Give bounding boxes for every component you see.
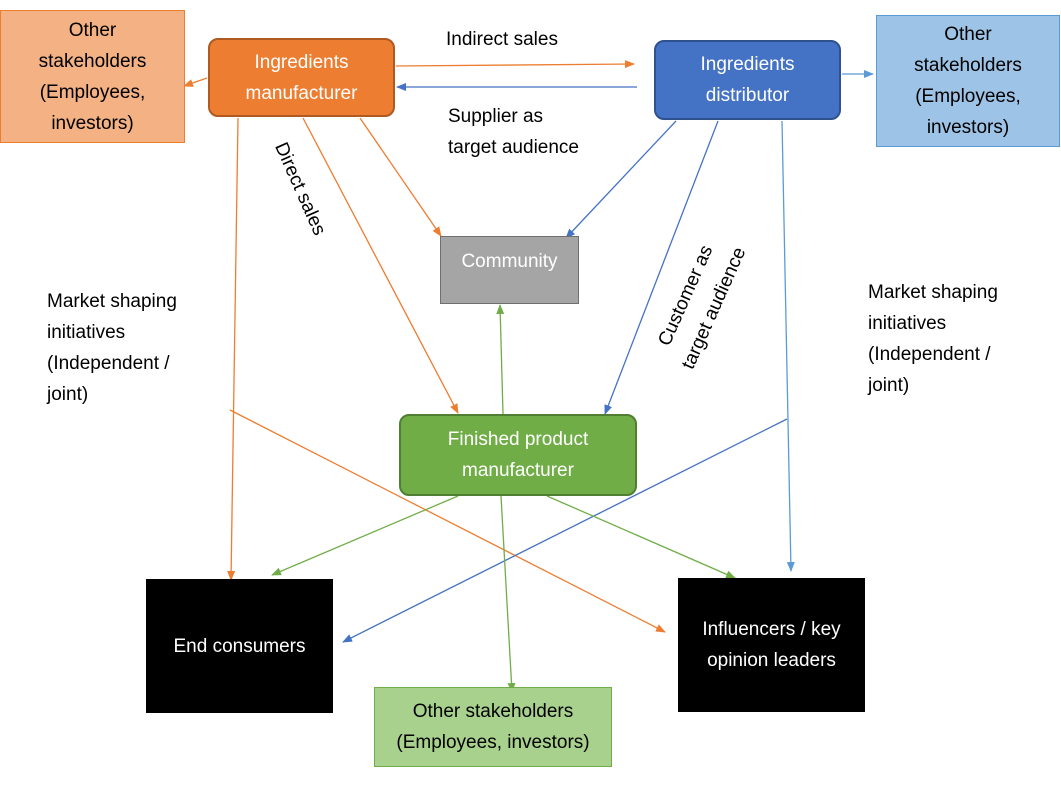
label-line: (Independent / (47, 353, 170, 374)
node-line: Community (461, 251, 558, 272)
finished-product-manufacturer-node: Finished product manufacturer (399, 414, 637, 496)
arrow-mfr-to-end-consumers (227, 117, 239, 581)
label-line: Supplier as (448, 106, 544, 127)
ingredients-distributor-node: Ingredients distributor (654, 40, 841, 120)
node-line: stakeholders (38, 50, 147, 72)
indirect-sales-label: Indirect sales (446, 24, 558, 55)
node-line: opinion leaders (707, 650, 836, 671)
label-line: Market shaping (868, 282, 998, 303)
other-stakeholders-right: Other stakeholders (Employees, investors… (876, 15, 1060, 147)
arrow-fp-to-community (496, 304, 505, 415)
label-line: target audience (448, 137, 579, 158)
node-line: Other (944, 24, 992, 45)
arrow-fp-to-end-consumers (271, 495, 459, 576)
other-stakeholders-left: Other stakeholders (Employees, investors… (0, 10, 185, 143)
label-line: joint) (868, 375, 910, 396)
community-node: Community (440, 236, 579, 304)
arrow-dist-to-finished-product (604, 120, 719, 415)
influencers-node: Influencers / key opinion leaders (678, 578, 865, 712)
node-line: Other (68, 19, 117, 41)
node-line: End consumers (173, 635, 306, 657)
node-line: (Employees, (915, 86, 1021, 107)
label-line: Indirect sales (446, 29, 558, 50)
arrow-market-shaping-right-to-end-consumers (342, 418, 788, 643)
other-stakeholders-bottom: Other stakeholders (Employees, investors… (374, 687, 612, 767)
node-line: Other stakeholders (412, 701, 574, 722)
arrow-dist-to-influencers (781, 120, 795, 572)
node-line: Influencers / key (702, 619, 841, 640)
node-line: manufacturer (462, 460, 574, 481)
label-line: initiatives (868, 313, 947, 334)
arrow-mfr-to-finished-product (302, 117, 459, 414)
node-line: (Employees, (39, 81, 146, 103)
label-line: initiatives (47, 322, 126, 343)
arrow-fp-to-stakeholders-bottom (500, 495, 516, 693)
node-line: stakeholders (914, 55, 1022, 76)
node-line: distributor (705, 85, 790, 106)
arrow-dist-to-community (565, 120, 677, 239)
arrow-fp-to-influencers (546, 495, 736, 579)
node-line: investors) (926, 117, 1010, 138)
arrow-mfr-to-community (359, 117, 442, 237)
node-line: (Employees, investors) (396, 732, 590, 753)
label-line: Market shaping (47, 291, 177, 312)
ingredients-manufacturer-node: Ingredients manufacturer (208, 38, 395, 117)
label-line: (Independent / (868, 344, 991, 365)
node-line: Finished product (447, 429, 589, 450)
label-line: joint) (47, 384, 89, 405)
market-shaping-right-label: Market shaping initiatives (Independent … (868, 277, 998, 401)
market-shaping-left-label: Market shaping initiatives (Independent … (47, 286, 177, 410)
node-line: Ingredients (254, 51, 349, 73)
node-line: investors) (51, 112, 134, 134)
arrow-indirect-sales (395, 60, 635, 69)
arrow-mfr-to-stakeholders-left (183, 77, 208, 87)
node-line: manufacturer (245, 82, 358, 104)
node-line: Ingredients (700, 54, 795, 75)
end-consumers-node: End consumers (146, 579, 333, 713)
arrow-market-shaping-left-to-influencers (229, 409, 666, 633)
supplier-target-label: Supplier as target audience (448, 101, 579, 163)
